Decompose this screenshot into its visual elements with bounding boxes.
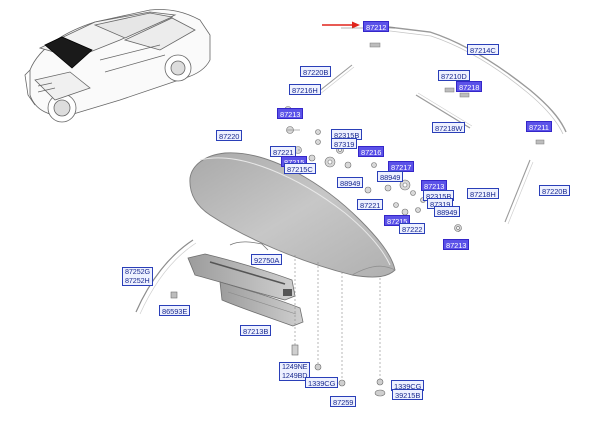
callout-87212[interactable]: 87212 bbox=[363, 21, 390, 32]
callout-87259[interactable]: 87259 bbox=[330, 396, 357, 407]
callout-87252g-87252h[interactable]: 87252G 87252H bbox=[122, 267, 153, 286]
callout-87213-c[interactable]: 87213 bbox=[443, 239, 470, 250]
leader-lines bbox=[294, 255, 381, 380]
callout-92750a[interactable]: 92750A bbox=[251, 254, 283, 265]
rear-glass-edge bbox=[135, 239, 197, 315]
callout-88949-a[interactable]: 88949 bbox=[337, 177, 364, 188]
callout-87213b[interactable]: 87213B bbox=[240, 325, 272, 336]
callout-87216[interactable]: 87216 bbox=[358, 146, 385, 157]
callout-87319-a[interactable]: 87319 bbox=[331, 138, 358, 149]
pointer-arrow bbox=[322, 21, 360, 29]
callout-88949-c[interactable]: 88949 bbox=[434, 206, 461, 217]
callout-87216h[interactable]: 87216H bbox=[289, 84, 321, 95]
weatherstrip-frame bbox=[379, 25, 567, 135]
callout-87252g: 87252G bbox=[125, 267, 150, 276]
callout-87220[interactable]: 87220 bbox=[216, 130, 243, 141]
callout-1249bd: 1249BD bbox=[282, 370, 308, 380]
callout-39215b[interactable]: 39215B bbox=[392, 389, 424, 400]
callout-87218[interactable]: 87218 bbox=[456, 81, 483, 92]
callout-86593e[interactable]: 86593E bbox=[159, 305, 191, 316]
callout-1339cg-a[interactable]: 1339CG bbox=[305, 377, 339, 388]
callout-87214c[interactable]: 87214C bbox=[467, 44, 499, 55]
callout-87215c[interactable]: 87215C bbox=[284, 163, 316, 174]
callout-1249ne-1249bd[interactable]: 1249NE 1249BD bbox=[279, 362, 311, 381]
callout-87215-b[interactable]: 87215 bbox=[384, 215, 411, 226]
stop-lamp-assembly bbox=[187, 241, 296, 301]
bracket-86593e bbox=[170, 291, 178, 299]
rear-spoiler bbox=[189, 152, 396, 278]
stop-lamp-lens bbox=[219, 281, 304, 327]
callout-87222[interactable]: 87222 bbox=[399, 223, 426, 234]
callout-87220b-right[interactable]: 87220B bbox=[539, 185, 571, 196]
strip-87216h bbox=[317, 64, 355, 95]
callout-87210d[interactable]: 87210D bbox=[438, 70, 470, 81]
callout-87252h: 87252H bbox=[125, 275, 150, 285]
callout-87211[interactable]: 87211 bbox=[526, 121, 552, 132]
callout-87218h[interactable]: 87218H bbox=[467, 188, 499, 199]
vehicle-thumbnail bbox=[24, 9, 211, 123]
callout-87213-a[interactable]: 87213 bbox=[277, 108, 304, 119]
callout-87220b-left[interactable]: 87220B bbox=[300, 66, 332, 77]
callout-1249ne: 1249NE bbox=[282, 362, 308, 371]
clip-small-set bbox=[369, 42, 545, 145]
strip-87218h bbox=[504, 159, 534, 225]
callout-88949-b[interactable]: 88949 bbox=[377, 171, 404, 182]
bolts-bottom bbox=[291, 344, 386, 397]
callout-87218w[interactable]: 87218W bbox=[432, 122, 466, 133]
callout-87221-b[interactable]: 87221 bbox=[357, 199, 384, 210]
